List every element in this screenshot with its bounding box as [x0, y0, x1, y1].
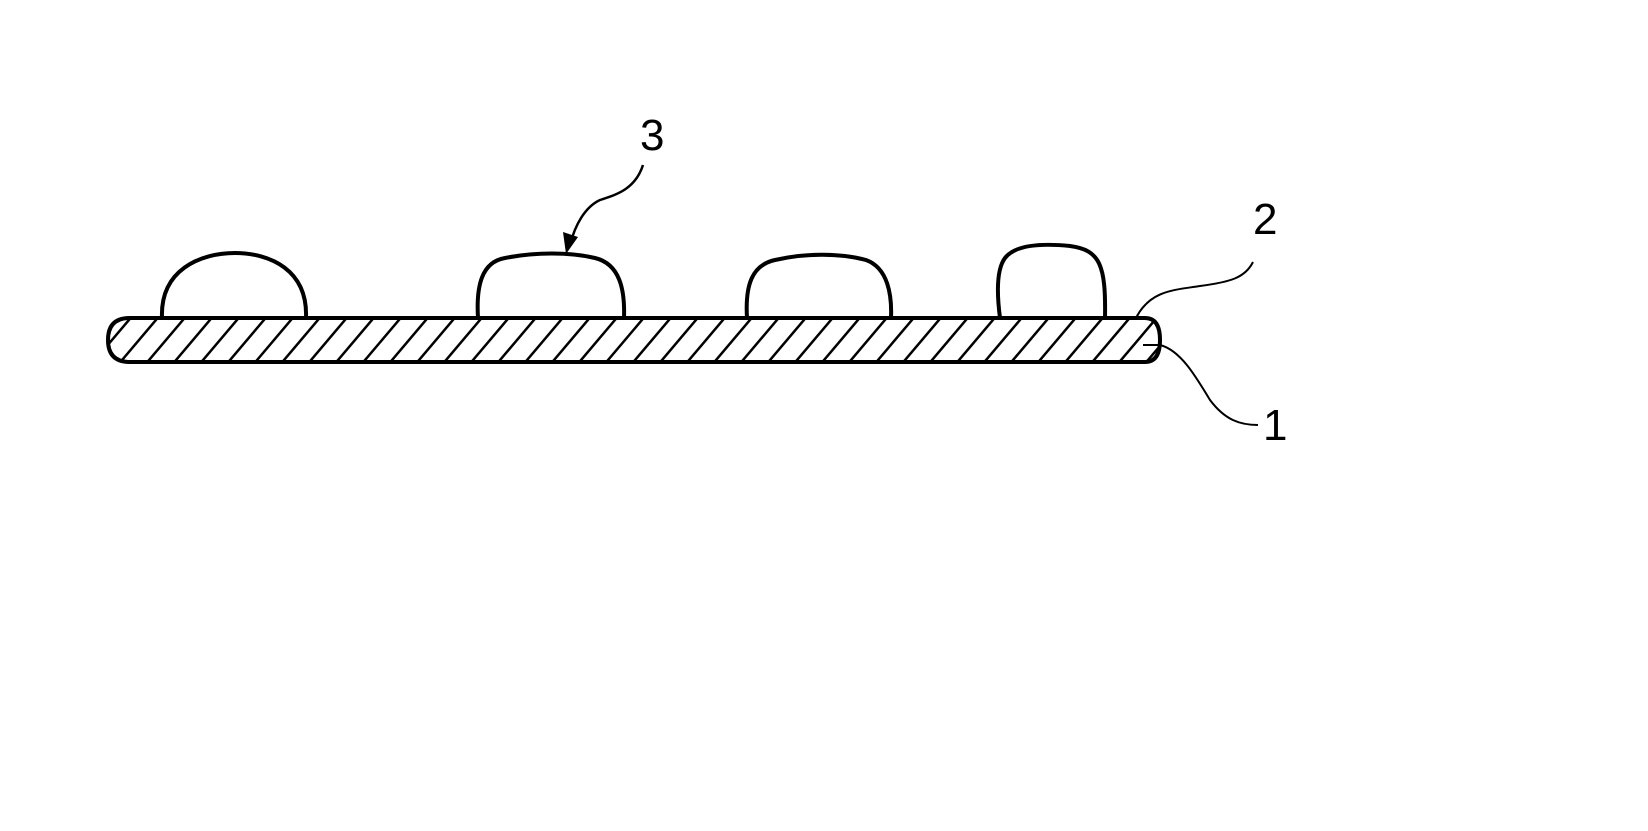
hatch-line — [278, 318, 324, 362]
hatch-line — [440, 318, 486, 362]
bump-2 — [475, 251, 627, 319]
leader-line-3 — [568, 164, 645, 246]
substrate-hatching — [108, 314, 1241, 366]
hatch-line — [359, 318, 405, 362]
hatch-line — [143, 318, 189, 362]
bump-4 — [995, 242, 1108, 319]
hatch-line — [494, 318, 540, 362]
hatch-line — [926, 318, 972, 362]
bump-1 — [159, 250, 309, 319]
substrate-layer-1 — [105, 316, 1163, 364]
leader-line-1 — [1143, 344, 1259, 426]
hatch-line — [1142, 318, 1160, 362]
bump-3 — [744, 252, 894, 319]
hatch-line — [980, 318, 1026, 362]
hatch-line — [332, 318, 378, 362]
hatch-line — [1034, 318, 1080, 362]
arrowhead-icon — [563, 232, 578, 254]
hatch-line — [710, 318, 756, 362]
hatch-line — [521, 318, 567, 362]
hatch-line — [791, 318, 837, 362]
hatch-line — [386, 318, 432, 362]
hatch-line — [1115, 318, 1160, 362]
hatch-line — [764, 318, 810, 362]
hatch-line — [1061, 318, 1107, 362]
hatch-line — [575, 318, 621, 362]
label-3: 3 — [640, 111, 664, 160]
hatch-line — [116, 318, 162, 362]
hatch-line — [737, 318, 783, 362]
hatch-line — [899, 318, 945, 362]
label-1: 1 — [1263, 401, 1287, 450]
hatch-line — [1007, 318, 1053, 362]
hatch-line — [953, 318, 999, 362]
hatch-line — [602, 318, 648, 362]
hatch-line — [548, 318, 594, 362]
hatch-line — [845, 318, 891, 362]
hatch-line — [1088, 318, 1134, 362]
hatch-line — [872, 318, 918, 362]
hatch-line — [656, 318, 702, 362]
hatch-line — [197, 318, 243, 362]
hatch-line — [413, 318, 459, 362]
hatch-line — [224, 318, 270, 362]
hatch-line — [818, 318, 864, 362]
hatch-line — [1170, 314, 1214, 366]
leader-line-2 — [1135, 261, 1254, 319]
hatch-line — [305, 318, 351, 362]
label-2: 2 — [1253, 195, 1277, 244]
hatch-line — [467, 318, 513, 362]
hatch-line — [683, 318, 729, 362]
hatch-line — [629, 318, 675, 362]
hatch-line — [251, 318, 297, 362]
hatch-line — [1197, 314, 1241, 366]
hatch-line — [170, 318, 216, 362]
hatch-line — [108, 318, 135, 362]
